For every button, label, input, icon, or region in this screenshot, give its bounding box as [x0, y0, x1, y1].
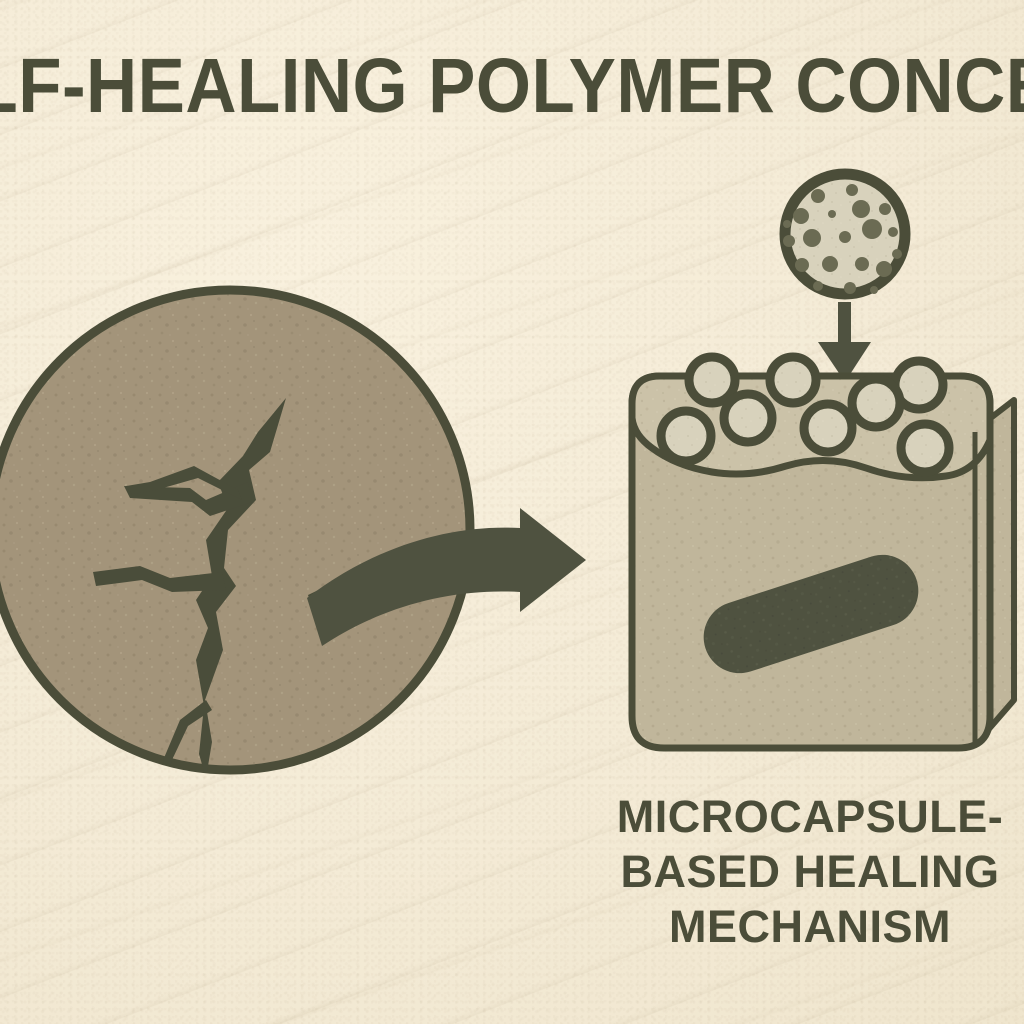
transform-arrow: [307, 508, 586, 646]
capsule-ring: [799, 399, 857, 457]
feed-arrow-head: [818, 342, 871, 382]
caption-line-3: MECHANISM: [669, 900, 951, 952]
arrow-curved-body: [307, 508, 586, 646]
caption-line-2: BASED HEALING: [620, 845, 1000, 897]
capsule-ring: [896, 419, 954, 477]
microcapsule-dots: [783, 184, 902, 294]
page-title: SELF-HEALING POLYMER CONCEPT: [0, 42, 1024, 131]
healing-block-figure: [628, 352, 1017, 752]
crack-branch-left-lower: [93, 566, 226, 592]
capsule-ring: [765, 352, 821, 408]
embedded-microcapsules: [656, 352, 954, 477]
feed-arrow-down: [818, 302, 871, 382]
capsule-ring: [847, 374, 905, 432]
page-title-text: SELF-HEALING POLYMER CONCEPT: [0, 43, 1024, 129]
healed-crack-group: [703, 554, 919, 674]
figure-caption: MICROCAPSULE- BASED HEALING MECHANISM: [600, 790, 1020, 955]
capsule-ring: [684, 352, 740, 408]
sphere-body: [0, 285, 475, 775]
capsule-ring: [719, 389, 777, 447]
feed-arrow-shaft: [838, 302, 851, 346]
capsule-ring: [656, 406, 716, 466]
microcapsule-detail: [779, 168, 911, 382]
crack-branch-left-upper: [124, 482, 252, 516]
caption-line-1: MICROCAPSULE-: [616, 791, 1004, 842]
crack-branch-upper-left: [126, 466, 242, 500]
healed-crack-lozenge: [703, 554, 919, 674]
crack-branch-lower-fork: [156, 700, 212, 772]
